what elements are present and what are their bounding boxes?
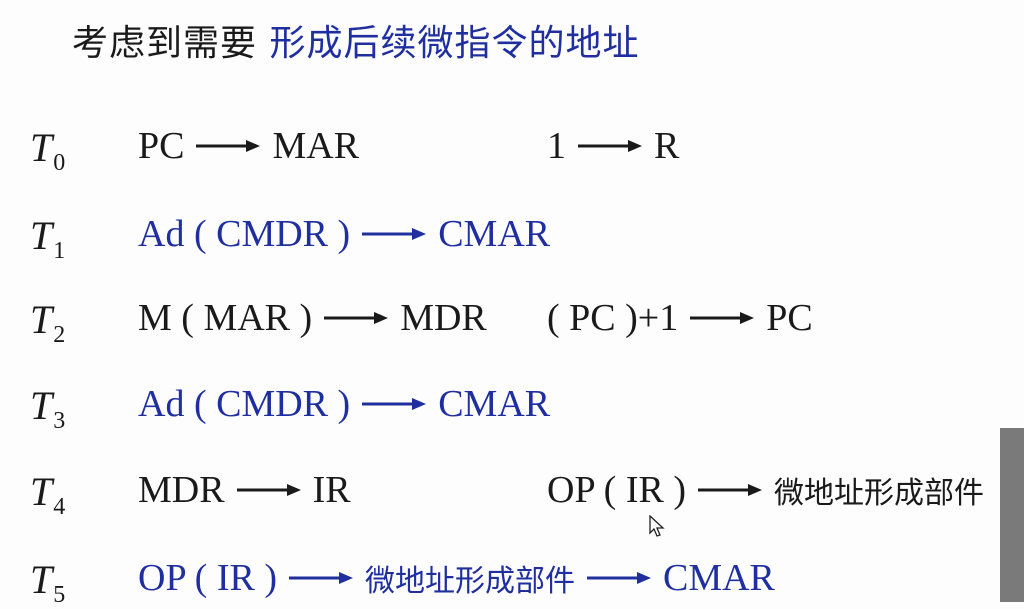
source: ( PC )+1 [547, 297, 679, 339]
step-row-t1: T1 Ad ( CMDR ) CMAR [0, 212, 1024, 264]
left-transfer: Ad ( CMDR ) CMAR [138, 382, 550, 426]
step-row-t2: T2 M ( MAR ) MDR ( PC )+1 PC [0, 296, 1024, 348]
right-arrow-icon [288, 572, 353, 584]
step-row-t3: T3 Ad ( CMDR ) CMAR [0, 382, 1024, 434]
time-label: T4 [30, 469, 66, 520]
right-arrow-icon [697, 484, 762, 496]
right-arrow-icon [196, 140, 261, 152]
step-row-t0: T0 PC MAR 1 R [0, 124, 1024, 176]
destination: IR [312, 469, 351, 511]
slide-title: 考虑到需要 形成后续微指令的地址 [72, 14, 639, 66]
step-row-t4: T4 MDR IR OP ( IR ) 微地址形成部件 [0, 468, 1024, 520]
destination: R [654, 125, 680, 167]
right-arrow-icon [690, 312, 755, 324]
mouse-cursor-icon [649, 515, 665, 537]
source: 1 [547, 125, 566, 167]
time-label: T0 [30, 125, 66, 176]
source: Ad ( CMDR ) [138, 383, 351, 425]
step-row-t5: T5 OP ( IR ) 微地址形成部件 CMAR [0, 556, 1024, 608]
destination: 微地址形成部件 [773, 476, 984, 511]
source: MDR [138, 469, 225, 511]
time-label: T5 [30, 557, 66, 608]
time-label: T2 [30, 297, 66, 348]
destination: CMAR [662, 557, 775, 599]
title-prefix: 考虑到需要 [72, 23, 258, 64]
right-arrow-icon [586, 572, 651, 584]
right-arrow-icon [362, 398, 427, 410]
left-transfer: M ( MAR ) MDR [138, 296, 487, 340]
title-highlight: 形成后续微指令的地址 [269, 23, 640, 64]
source: OP ( IR ) [547, 469, 686, 511]
source: Ad ( CMDR ) [138, 213, 351, 255]
source: M ( MAR ) [138, 297, 313, 339]
destination: MDR [400, 297, 487, 339]
destination: CMAR [438, 213, 551, 255]
left-transfer: Ad ( CMDR ) CMAR [138, 212, 550, 256]
right-transfer: OP ( IR ) 微地址形成部件 [547, 468, 984, 512]
left-transfer: PC MAR [138, 124, 359, 168]
right-transfer: ( PC )+1 PC [547, 296, 813, 340]
destination: PC [766, 297, 813, 339]
source: OP ( IR ) [138, 557, 277, 599]
source: PC [138, 125, 185, 167]
right-arrow-icon [578, 140, 642, 152]
time-label: T3 [30, 383, 66, 434]
side-panel [1000, 428, 1024, 602]
destination: MAR [272, 125, 360, 167]
time-label: T1 [30, 213, 66, 264]
intermediate: 微地址形成部件 [364, 564, 575, 599]
left-transfer: OP ( IR ) 微地址形成部件 CMAR [138, 556, 775, 600]
right-transfer: 1 R [547, 124, 679, 168]
left-transfer: MDR IR [138, 468, 351, 512]
right-arrow-icon [324, 312, 389, 324]
right-arrow-icon [362, 228, 427, 240]
right-arrow-icon [236, 484, 301, 496]
destination: CMAR [438, 383, 551, 425]
